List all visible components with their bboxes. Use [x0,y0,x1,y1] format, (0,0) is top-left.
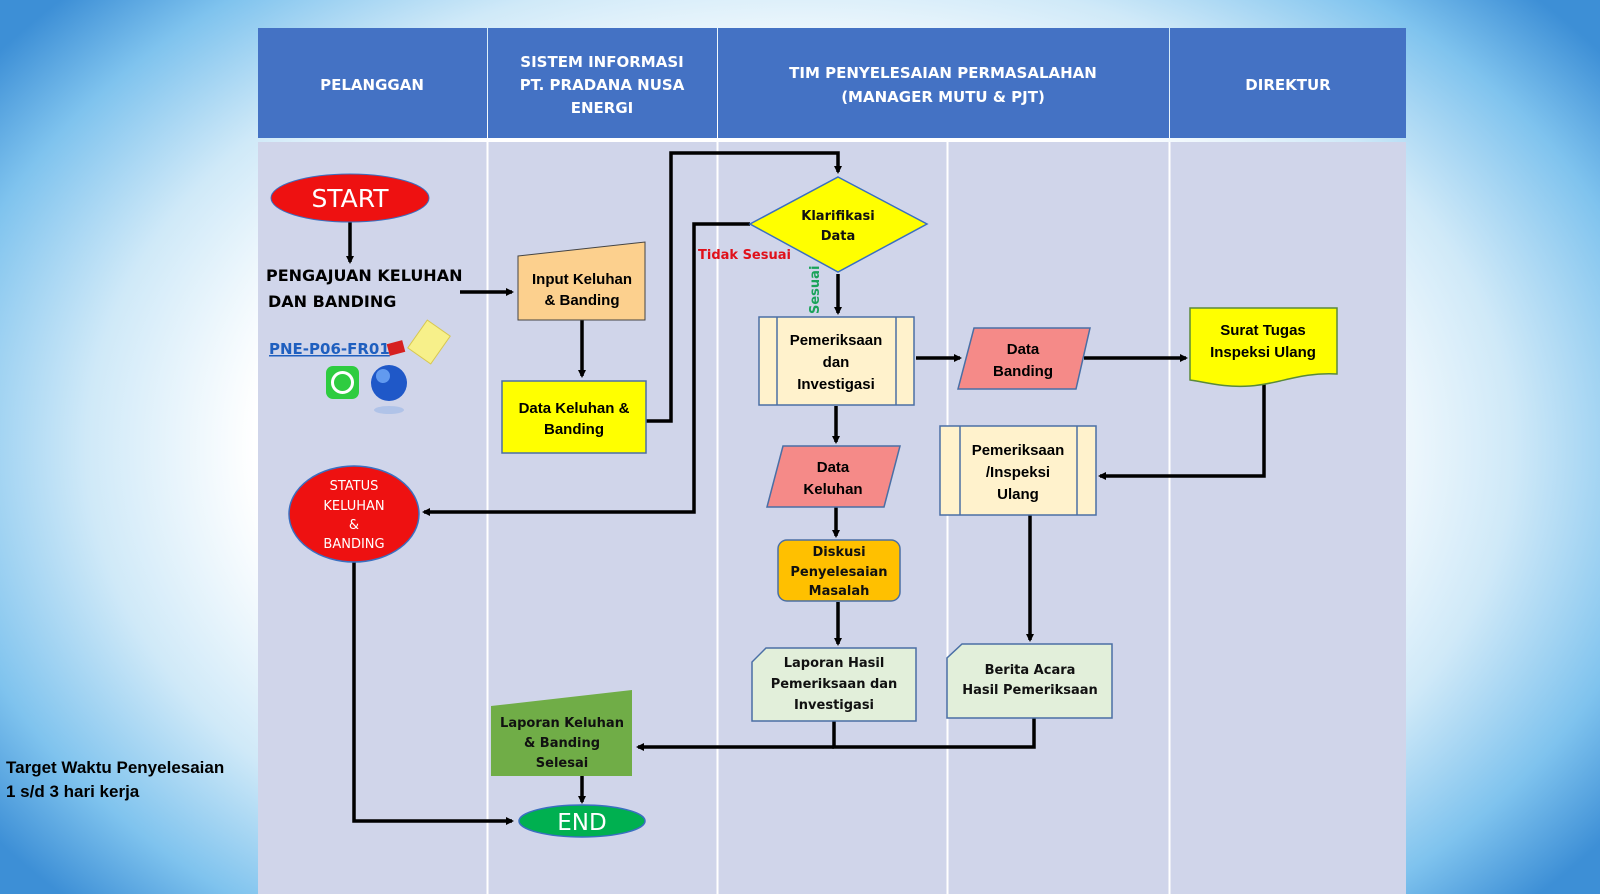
laporan-selesai-label-3: Selesai [536,756,588,771]
klarifikasi-decision: Klarifikasi Data [748,176,929,273]
status-label: STATUS [330,479,379,494]
target-waktu: Target Waktu Penyelesaian 1 s/d 3 hari k… [6,756,224,804]
data-banding-label: Data [1007,341,1040,358]
laporan-selesai-node: Laporan Keluhan & Banding Selesai [491,690,632,776]
laporan-hasil-node: Laporan Hasil Pemeriksaan dan Investigas… [751,647,917,722]
globe-icon[interactable] [371,365,407,414]
document-hand-icon [386,319,451,365]
status-label-4: BANDING [323,537,384,552]
lane-header-sistem-3: ENERGI [571,99,634,117]
berita-label-2: Hasil Pemeriksaan [962,683,1098,698]
inspeksi-label-3: Ulang [997,486,1039,503]
diskusi-node: Diskusi Penyelesaian Masalah [777,539,901,602]
data-kb-label-2: Banding [544,421,604,438]
berita-acara-node: Berita Acara Hasil Pemeriksaan [946,643,1113,719]
diskusi-label-3: Masalah [809,584,870,599]
pemeriksaan-label: Pemeriksaan [790,332,883,349]
lane-header-pelanggan: PELANGGAN [320,76,424,94]
pemeriksaan-label-3: Investigasi [797,376,875,393]
lane-header-tim-2: (MANAGER MUTU & PJT) [841,88,1045,106]
data-keluhan-banding-node: Data Keluhan & Banding [501,380,647,454]
tidak-sesuai-label: Tidak Sesuai [698,248,791,263]
start-label: START [311,184,389,213]
laporan-hasil-label: Laporan Hasil [784,656,885,671]
surat-label: Surat Tugas [1220,322,1306,339]
inspeksi-label-2: /Inspeksi [986,464,1050,481]
pengajuan-label: PENGAJUAN KELUHAN [266,266,462,285]
data-keluhan-node: Data Keluhan [766,445,901,508]
laporan-selesai-label-2: & Banding [524,736,600,751]
connectors [346,151,1266,825]
laporan-hasil-label-2: Pemeriksaan dan [771,677,898,692]
end-terminal: END [518,804,646,838]
input-label: Input Keluhan [532,271,632,288]
pemeriksaan-investigasi-node: Pemeriksaan dan Investigasi [758,316,915,406]
diskusi-label: Diskusi [812,545,865,560]
status-label-3: & [349,518,359,533]
end-label: END [557,810,606,836]
lane-header-direktur: DIREKTUR [1245,76,1331,94]
input-label-2: & Banding [545,292,620,309]
form-link[interactable]: PNE-P06-FR01 [269,340,390,358]
input-keluhan-node: Input Keluhan & Banding [517,241,646,321]
berita-label: Berita Acara [985,663,1076,678]
pemeriksaan-label-2: dan [823,354,850,371]
diskusi-label-2: Penyelesaian [790,565,887,580]
swimlane-headers: PELANGGAN SISTEM INFORMASI PT. PRADANA N… [258,28,1406,138]
inspeksi-ulang-node: Pemeriksaan /Inspeksi Ulang [939,425,1097,516]
lane-header-sistem-2: PT. PRADANA NUSA [520,76,685,94]
data-banding-node: Data Banding [957,327,1091,390]
klarifikasi-label-2: Data [821,229,856,244]
data-banding-label-2: Banding [993,363,1053,380]
status-label-2: KELUHAN [323,499,384,514]
data-keluhan-label: Data [817,459,850,476]
status-node: STATUS KELUHAN & BANDING [288,465,420,563]
pengajuan-label-2: DAN BANDING [268,292,396,311]
whatsapp-icon[interactable] [326,366,359,399]
lane-header-tim: TIM PENYELESAIAN PERMASALAHAN [789,64,1097,82]
start-terminal: START [270,173,430,223]
lane-header-sistem: SISTEM INFORMASI [520,53,683,71]
surat-label-2: Inspeksi Ulang [1210,344,1316,361]
klarifikasi-label: Klarifikasi [801,209,874,224]
laporan-selesai-label: Laporan Keluhan [500,716,624,731]
laporan-hasil-label-3: Investigasi [794,698,874,713]
target-value: 1 s/d 3 hari kerja [6,782,140,801]
data-kb-label: Data Keluhan & [519,400,630,417]
data-keluhan-label-2: Keluhan [803,481,862,498]
surat-tugas-node: Surat Tugas Inspeksi Ulang [1189,307,1338,388]
inspeksi-label: Pemeriksaan [972,442,1065,459]
sesuai-label: Sesuai [808,266,823,314]
target-title: Target Waktu Penyelesaian [6,758,225,777]
